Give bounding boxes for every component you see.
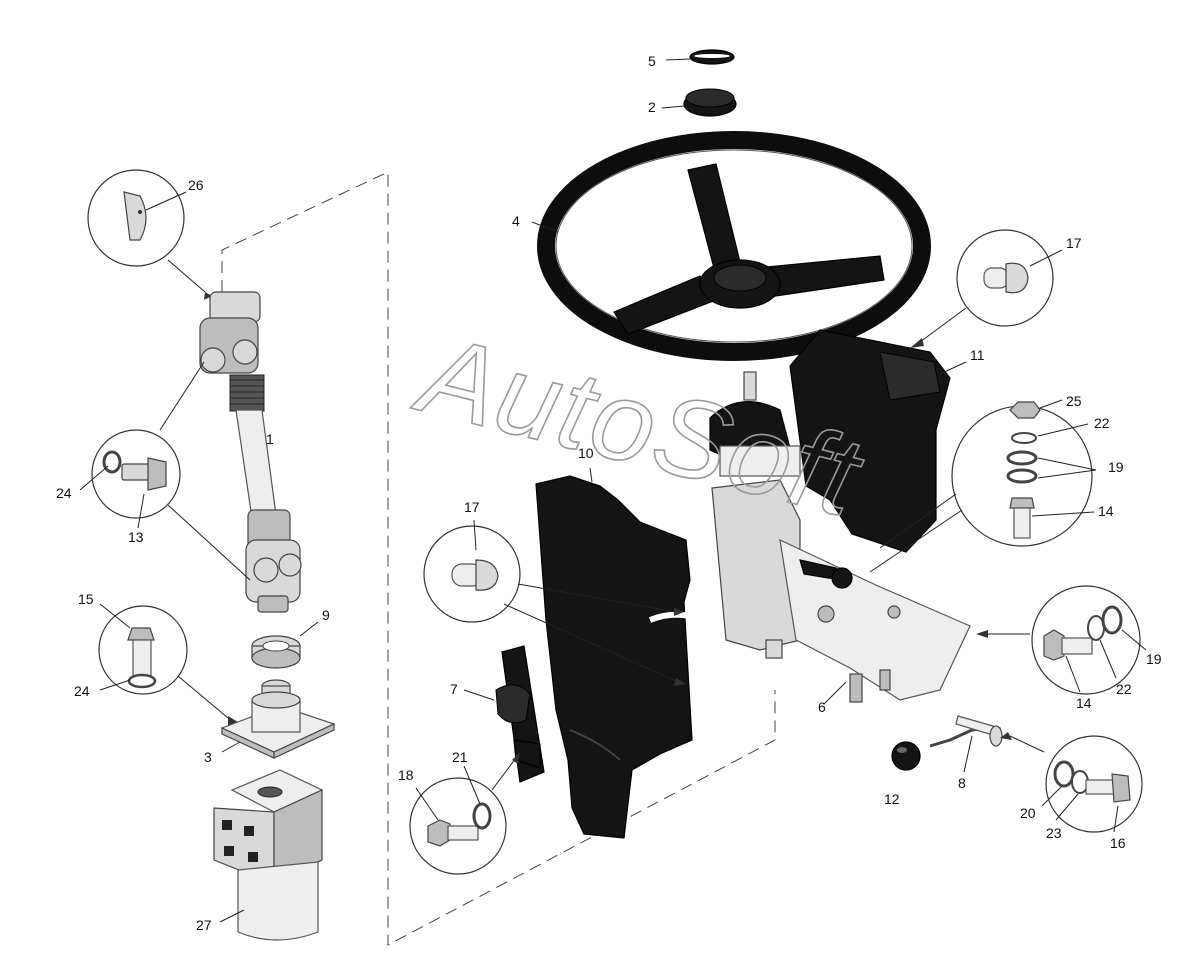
label-4: 4 — [512, 213, 520, 229]
label-18: 18 — [398, 767, 414, 783]
label-1: 1 — [266, 431, 274, 447]
label-21: 21 — [452, 749, 468, 765]
label-11: 11 — [970, 347, 985, 363]
label-14a: 14 — [1098, 503, 1114, 519]
washer-part-9 — [251, 621, 319, 669]
bracket-part-7 — [463, 645, 545, 783]
label-10: 10 — [578, 445, 594, 461]
label-19b: 19 — [1146, 651, 1162, 667]
label-14b: 14 — [1076, 695, 1092, 711]
label-24b: 24 — [74, 683, 90, 699]
flange-part-3 — [220, 679, 336, 759]
label-17a: 17 — [1066, 235, 1082, 251]
label-19a: 19 — [1108, 459, 1124, 475]
emblem-part-5 — [665, 49, 735, 65]
label-15: 15 — [78, 591, 94, 607]
dashboard-panel-part-11 — [789, 329, 967, 553]
detail-circle-bolt-17-top — [910, 229, 1063, 348]
label-2: 2 — [648, 99, 656, 115]
cover-part-2 — [661, 88, 737, 117]
detail-circle-bolt-13 — [79, 361, 251, 581]
detail-circle-bolt-17-left — [423, 519, 686, 686]
label-22b: 22 — [1116, 681, 1132, 697]
detail-circle-bolt-18 — [409, 752, 520, 875]
label-3: 3 — [204, 749, 212, 765]
label-5: 5 — [648, 53, 656, 69]
label-6: 6 — [818, 699, 826, 715]
label-13: 13 — [128, 529, 144, 545]
label-20: 20 — [1020, 805, 1036, 821]
steering-wheel — [531, 131, 931, 361]
label-25: 25 — [1066, 393, 1082, 409]
assembly-guide-lines — [221, 171, 776, 946]
label-23: 23 — [1046, 825, 1062, 841]
knob-part-12 — [891, 741, 921, 771]
label-9: 9 — [322, 607, 330, 623]
label-7: 7 — [450, 681, 458, 697]
detail-circle-key — [87, 169, 212, 300]
steering-column-assembly — [709, 371, 971, 705]
label-8: 8 — [958, 775, 966, 791]
label-16: 16 — [1110, 835, 1126, 851]
detail-circle-bolt-16 — [1041, 735, 1143, 833]
intermediate-shaft — [199, 291, 302, 613]
label-24a: 24 — [56, 485, 72, 501]
label-27: 27 — [196, 917, 212, 933]
lever-part-8 — [929, 715, 1045, 773]
part-number-labels: 1 2 3 4 5 6 7 8 9 10 11 12 13 14 14 15 1… — [56, 53, 1162, 933]
detail-circle-fasteners — [869, 399, 1097, 573]
label-17b: 17 — [464, 499, 480, 515]
label-22a: 22 — [1094, 415, 1110, 431]
label-26: 26 — [188, 177, 204, 193]
steering-control-unit — [213, 769, 324, 941]
detail-circle-bolt-14 — [976, 585, 1147, 695]
detail-circle-bolt-15 — [98, 603, 238, 726]
column-cover-part-10 — [535, 467, 693, 839]
label-12: 12 — [884, 791, 900, 807]
